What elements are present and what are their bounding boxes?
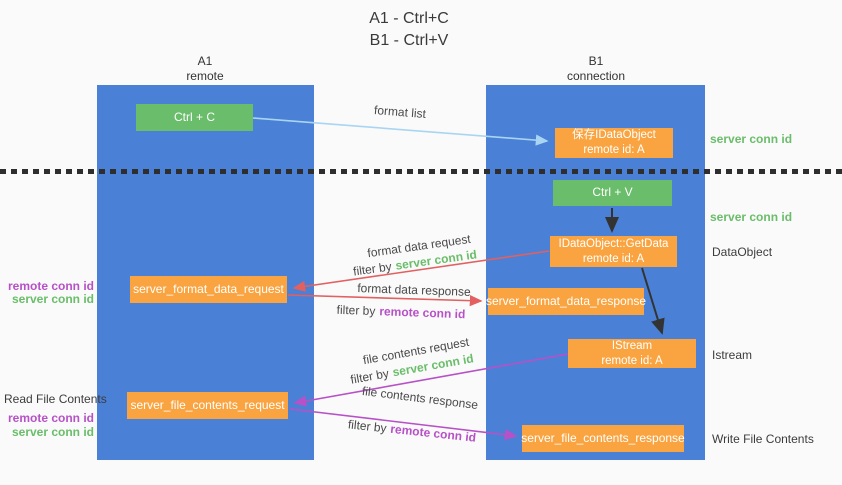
- annotation-write-file-contents: Write File Contents: [712, 432, 814, 446]
- annotation-remote-conn-id-left-bottom: remote conn id: [7, 411, 94, 425]
- node-server-file-contents-request-label: server_file_contents_request: [130, 397, 285, 412]
- node-save-idataobject-line1: 保存IDataObject: [572, 129, 656, 142]
- label-format-data-response: format data response: [357, 281, 471, 299]
- lane-a1-subtitle: remote: [186, 69, 224, 83]
- node-istream-line2: remote id: A: [601, 354, 663, 367]
- title-line-2: B1 - Ctrl+V: [369, 31, 449, 49]
- node-ctrl-v: Ctrl + V: [553, 180, 672, 206]
- node-server-format-data-request: server_format_data_request: [130, 276, 287, 303]
- node-server-file-contents-response-label: server_file_contents_response: [521, 430, 685, 445]
- node-ctrl-c: Ctrl + C: [136, 104, 253, 131]
- phase-divider-dotted-line: [0, 169, 842, 174]
- node-idataobject-getdata-line1: IDataObject::GetData: [558, 237, 669, 250]
- label-format-list: format list: [373, 102, 427, 122]
- node-server-format-data-request-label: server_format_data_request: [133, 281, 284, 296]
- annotation-remote-conn-id-left-top: remote conn id: [7, 279, 94, 293]
- node-server-file-contents-request: server_file_contents_request: [127, 392, 288, 419]
- remote-conn-id-text: remote conn id: [379, 304, 466, 322]
- node-save-idataobject-line2: remote id: A: [583, 144, 645, 156]
- lane-b1-header: B1 connection: [487, 54, 705, 84]
- node-server-format-data-response-label: server_format_data_response: [485, 293, 647, 308]
- lane-a1-name: A1: [197, 54, 213, 68]
- annotation-server-conn-id-mid: server conn id: [710, 210, 793, 224]
- node-server-file-contents-response: server_file_contents_response: [521, 425, 685, 452]
- annotation-read-file-contents: Read File Contents: [4, 392, 107, 406]
- node-server-format-data-response: server_format_data_response: [485, 288, 647, 315]
- node-istream-line1: IStream: [611, 339, 653, 352]
- lane-a1-header: A1 remote: [96, 54, 314, 84]
- node-idataobject-getdata: IDataObject::GetData remote id: A: [550, 236, 677, 267]
- annotation-server-conn-id-left-bottom: server conn id: [11, 425, 94, 439]
- node-ctrl-c-label: Ctrl + C: [173, 109, 215, 124]
- node-ctrl-v-label: Ctrl + V: [592, 185, 633, 200]
- label-file-contents-response: file contents response: [361, 383, 479, 413]
- annotation-server-conn-id-left-top: server conn id: [11, 292, 94, 306]
- title-line-1: A1 - Ctrl+C: [369, 10, 449, 27]
- lane-b1-name: B1: [588, 54, 604, 68]
- diagram-title: A1 - Ctrl+C B1 - Ctrl+V: [309, 8, 509, 51]
- node-save-idataobject: 保存IDataObject remote id: A: [555, 128, 673, 158]
- annotation-dataobject: DataObject: [712, 245, 773, 259]
- remote-conn-id-text: remote conn id: [389, 421, 477, 445]
- node-istream: IStream remote id: A: [568, 339, 696, 368]
- annotation-server-conn-id-top: server conn id: [710, 132, 793, 146]
- node-idataobject-getdata-line2: remote id: A: [582, 252, 645, 265]
- lane-b1-subtitle: connection: [566, 69, 626, 83]
- annotation-istream: Istream: [712, 348, 753, 362]
